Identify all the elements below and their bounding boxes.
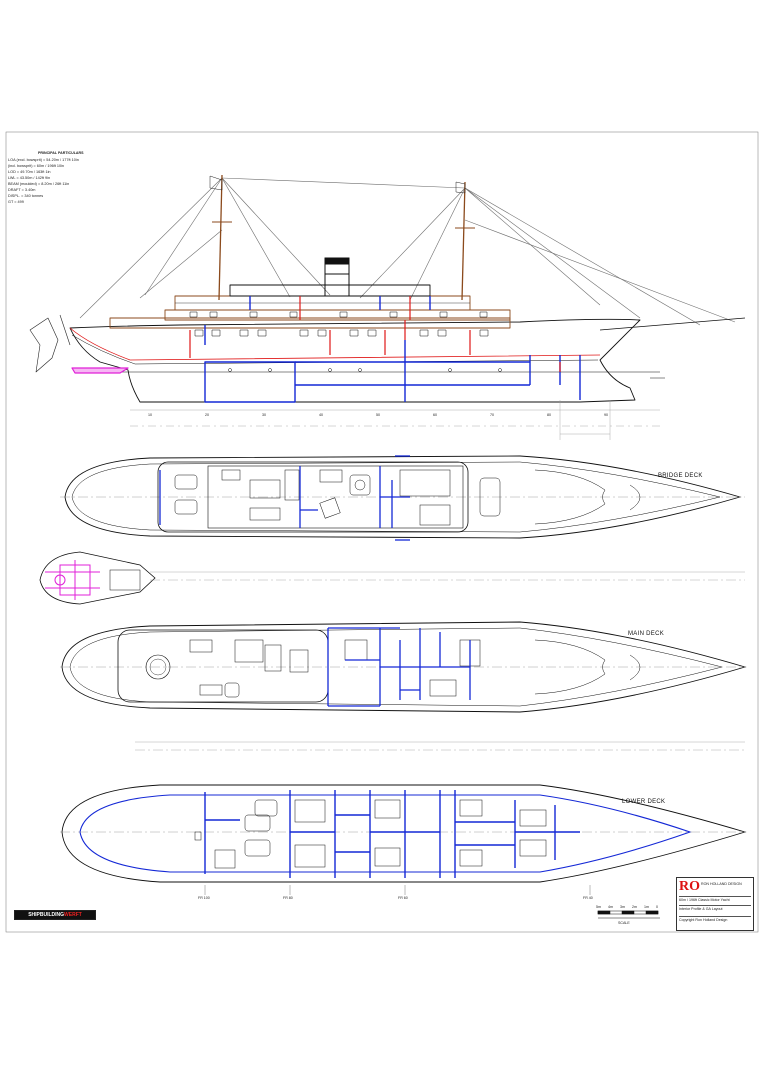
main-deck-plan — [60, 621, 747, 713]
superstructure — [109, 284, 511, 329]
title-block: RO RON HOLLAND DESIGN 60m / 196ft Classi… — [676, 877, 754, 931]
scale-bar-label: 5m — [596, 905, 601, 909]
frame-ticks — [204, 885, 591, 895]
particular-row: LOD = 49.70m / 163ft 1in — [8, 170, 51, 174]
particular-row: GT = 499 — [8, 200, 24, 204]
main-deck-label: MAIN DECK — [628, 631, 665, 637]
lower-deck-plan — [60, 784, 747, 883]
tender-dimension-line — [150, 571, 745, 581]
frame-scale-label: 30 — [262, 413, 266, 417]
main-deck-hull-outline — [61, 621, 747, 713]
frame-scale-label: 10 — [148, 413, 152, 417]
particular-row: DRAFT = 3.40m — [8, 188, 36, 192]
particulars-heading: PRINCIPAL PARTICULARS — [38, 151, 84, 155]
rigging — [79, 177, 736, 326]
particular-row: LOA (excl. bowsprit) = 54.20m / 177ft 10… — [8, 158, 79, 162]
particular-row: LWL = 43.50m / 142ft 9in — [8, 176, 51, 180]
station-mark: FR 40 — [583, 896, 593, 900]
sheet-border — [5, 131, 759, 933]
scale-bar-label: 0 — [656, 905, 658, 909]
particular-row: DISPL. = 340 tonnes — [8, 194, 44, 198]
scale-bar-caption: SCALE — [618, 921, 630, 925]
profile-structure-blue — [204, 296, 581, 403]
profile-bulkheads-red — [189, 296, 561, 372]
lower-deck-inner-outline — [79, 794, 692, 873]
particular-row: BEAM (moulded) = 8.20m / 26ft 11in — [8, 182, 70, 186]
brand-left: SHIPBUILDING — [28, 912, 65, 918]
mast-flag-fwd — [209, 175, 223, 191]
funnel — [324, 257, 350, 297]
main-deck-dimension-line — [135, 741, 745, 751]
tender-plan — [39, 551, 156, 605]
frame-scale-label: 40 — [319, 413, 323, 417]
station-mark: FR 100 — [198, 896, 210, 900]
ensign-flag — [29, 317, 59, 373]
lower-deck-hull-outline — [61, 784, 747, 883]
frame-scale-label: 80 — [547, 413, 551, 417]
brand-right: WERFT — [64, 912, 82, 918]
scale-bar-graphic — [597, 910, 660, 919]
profile-view — [29, 174, 746, 403]
scale-bar-label: 3m — [620, 905, 625, 909]
frame-scale-label: 90 — [604, 413, 608, 417]
bridge-deck-plan — [60, 455, 745, 541]
swim-platform — [71, 367, 129, 374]
project-title: 60m / 196ft Classic Motor Yacht — [679, 896, 751, 902]
copyright-note: Copyright Ron Holland Design — [679, 916, 751, 922]
mast-flag-aft — [455, 181, 466, 194]
masts — [212, 174, 475, 301]
frame-scale-label: 50 — [376, 413, 380, 417]
profile-dimension-line — [130, 400, 660, 440]
bowsprit — [599, 317, 746, 331]
station-mark: FR 60 — [398, 896, 408, 900]
hull-profile — [69, 318, 641, 403]
profile-windows — [189, 311, 502, 372]
lower-deck-label: LOWER DECK — [622, 799, 666, 805]
frame-scale-label: 60 — [433, 413, 437, 417]
frame-scale-label: 70 — [490, 413, 494, 417]
scale-bar-label: 1m — [644, 905, 649, 909]
scale-bar-label: 4m — [608, 905, 613, 909]
frame-scale-label: 20 — [205, 413, 209, 417]
company-logo: RO — [679, 879, 700, 894]
particular-row: (incl. bowsprit) = 60m / 196ft 10in — [8, 164, 65, 168]
brand-bar: SHIPBUILDINGWERFT — [14, 910, 96, 920]
station-mark: FR 80 — [283, 896, 293, 900]
bridge-deck-label: BRIDGE DECK — [658, 473, 703, 479]
company-name: RON HOLLAND DESIGN — [701, 882, 742, 886]
drawing-title: Interior Profile & GA Layout — [679, 905, 751, 911]
scale-bar-label: 2m — [632, 905, 637, 909]
